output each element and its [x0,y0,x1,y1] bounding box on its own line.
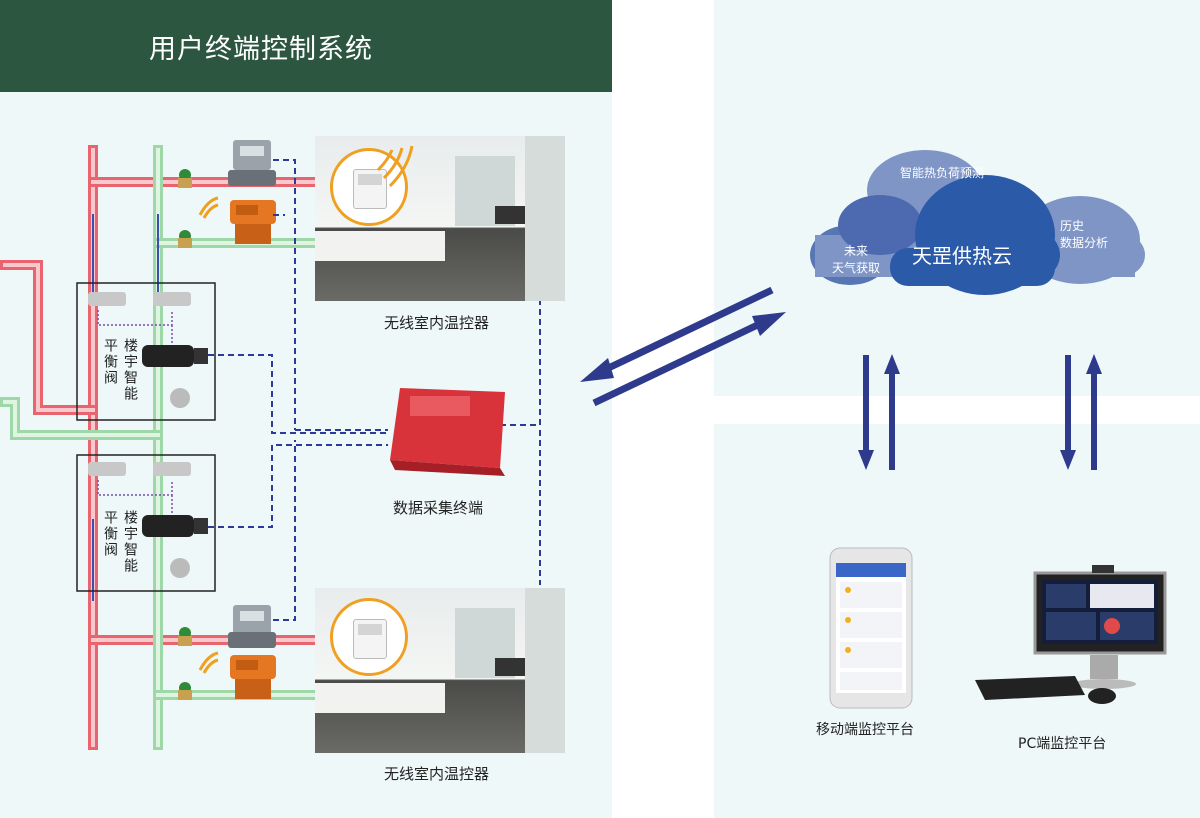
valve-box-2 [76,454,216,592]
thermostat-bubble-bottom [330,598,408,676]
thermostat-icon [353,619,387,659]
heat-meter-bottom [178,605,276,648]
valve-label-left-2: 平衡阀 [102,510,118,558]
control-valve-top [178,196,276,248]
control-valve-bottom [178,651,276,700]
balance-valve-2 [88,462,208,578]
signal-lines [208,159,541,621]
room-image-bottom [315,588,565,753]
collector-label: 数据采集终端 [393,499,484,517]
cloud-center-label: 天罡供热云 [912,244,1012,268]
room-label-top: 无线室内温控器 [384,314,490,332]
cloud-right-label: 历史 数据分析 [1060,219,1109,250]
valve-box-1 [76,282,216,421]
mobile-platform-label: 移动端监控平台 [816,722,914,738]
collector-device [390,388,505,476]
vertical-arrows [858,354,1102,470]
cloud-link-arrows [580,286,786,407]
supply-inlet [0,260,98,415]
cloud-left-label: 未来 天气获取 [832,244,881,275]
pc-platform-label: PC端监控平台 [1018,736,1107,752]
cloud-shape [810,150,1145,295]
heat-meter-top [178,140,276,188]
page-title: 用户终端控制系统 [149,33,373,65]
balance-valve-1 [88,292,208,408]
thermostat-icon [353,169,387,209]
cloud-top-label: 智能热负荷预测 [900,166,985,180]
header-bar: 用户终端控制系统 [0,0,612,92]
room-label-bottom: 无线室内温控器 [384,765,490,783]
thermostat-bubble-top [330,148,408,226]
valve-label-right-2: 楼宇智能 [122,510,138,574]
pipes [0,145,325,750]
valve-label-right-1: 楼宇智能 [122,338,138,402]
valve-label-left-1: 平衡阀 [102,338,118,386]
mobile-device [829,547,913,709]
room-image-top [315,136,565,301]
pc-device [975,565,1167,704]
